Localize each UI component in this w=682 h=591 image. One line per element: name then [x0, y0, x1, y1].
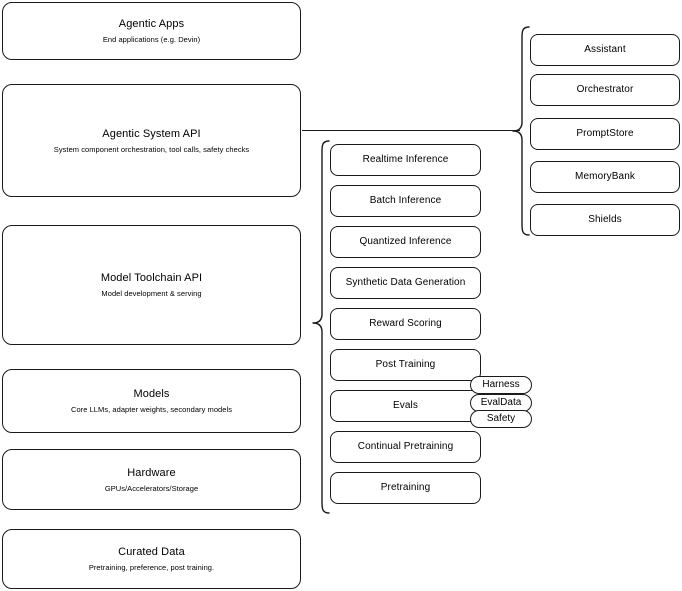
system-component-assistant[interactable]: Assistant [530, 34, 680, 66]
layer-subtitle: System component orchestration, tool cal… [53, 144, 250, 154]
layer-curated-data[interactable]: Curated Data Pretraining, preference, po… [2, 529, 301, 589]
system-component-shields[interactable]: Shields [530, 204, 680, 236]
evals-pill-label: EvalData [480, 397, 522, 408]
brace-system-components [512, 26, 530, 236]
toolchain-label: Evals [393, 400, 418, 411]
toolchain-label: Batch Inference [369, 195, 442, 206]
system-component-label: Orchestrator [576, 84, 634, 95]
system-component-orchestrator[interactable]: Orchestrator [530, 74, 680, 106]
toolchain-synthetic-data-generation[interactable]: Synthetic Data Generation [330, 267, 481, 299]
toolchain-label: Continual Pretraining [357, 441, 454, 452]
toolchain-realtime-inference[interactable]: Realtime Inference [330, 144, 481, 176]
layer-title: Model Toolchain API [100, 272, 203, 284]
toolchain-continual-pretraining[interactable]: Continual Pretraining [330, 431, 481, 463]
toolchain-post-training[interactable]: Post Training [330, 349, 481, 381]
layer-title: Models [133, 388, 170, 400]
toolchain-label: Post Training [375, 359, 436, 370]
system-component-label: Shields [588, 214, 622, 225]
layer-subtitle: End applications (e.g. Devin) [102, 35, 201, 44]
layer-title: Agentic Apps [118, 18, 185, 30]
toolchain-label: Realtime Inference [362, 154, 449, 165]
brace-toolchain-components [312, 140, 330, 515]
evals-pill-label: Safety [486, 413, 516, 424]
toolchain-evals[interactable]: Evals [330, 390, 481, 422]
layer-agentic-system-api[interactable]: Agentic System API System component orch… [2, 84, 301, 197]
layer-subtitle: GPUs/Accelerators/Storage [104, 483, 199, 493]
system-component-label: MemoryBank [575, 171, 635, 182]
toolchain-batch-inference[interactable]: Batch Inference [330, 185, 481, 217]
toolchain-quantized-inference[interactable]: Quantized Inference [330, 226, 481, 258]
layer-title: Curated Data [118, 546, 185, 558]
layer-agentic-apps[interactable]: Agentic Apps End applications (e.g. Devi… [2, 2, 301, 60]
toolchain-label: Pretraining [380, 482, 431, 493]
toolchain-pretraining[interactable]: Pretraining [330, 472, 481, 504]
evals-pill-harness[interactable]: Harness [470, 376, 532, 394]
system-component-label: PromptStore [576, 128, 634, 139]
toolchain-reward-scoring[interactable]: Reward Scoring [330, 308, 481, 340]
layer-models[interactable]: Models Core LLMs, adapter weights, secon… [2, 369, 301, 433]
connector-system-api-to-components [302, 130, 520, 131]
layer-hardware[interactable]: Hardware GPUs/Accelerators/Storage [2, 449, 301, 510]
system-component-label: Assistant [584, 44, 626, 55]
layer-subtitle: Pretraining, preference, post training. [88, 563, 215, 572]
layer-title: Hardware [127, 466, 176, 479]
toolchain-label: Quantized Inference [359, 236, 452, 247]
evals-pill-safety[interactable]: Safety [470, 410, 532, 428]
toolchain-label: Synthetic Data Generation [345, 277, 466, 288]
evals-pill-label: Harness [482, 379, 520, 390]
layer-subtitle: Model development & serving [101, 289, 202, 298]
system-component-promptstore[interactable]: PromptStore [530, 118, 680, 150]
layer-subtitle: Core LLMs, adapter weights, secondary mo… [70, 405, 233, 414]
system-component-memorybank[interactable]: MemoryBank [530, 161, 680, 193]
layer-model-toolchain-api[interactable]: Model Toolchain API Model development & … [2, 225, 301, 345]
layer-title: Agentic System API [102, 127, 201, 140]
toolchain-label: Reward Scoring [369, 318, 442, 329]
